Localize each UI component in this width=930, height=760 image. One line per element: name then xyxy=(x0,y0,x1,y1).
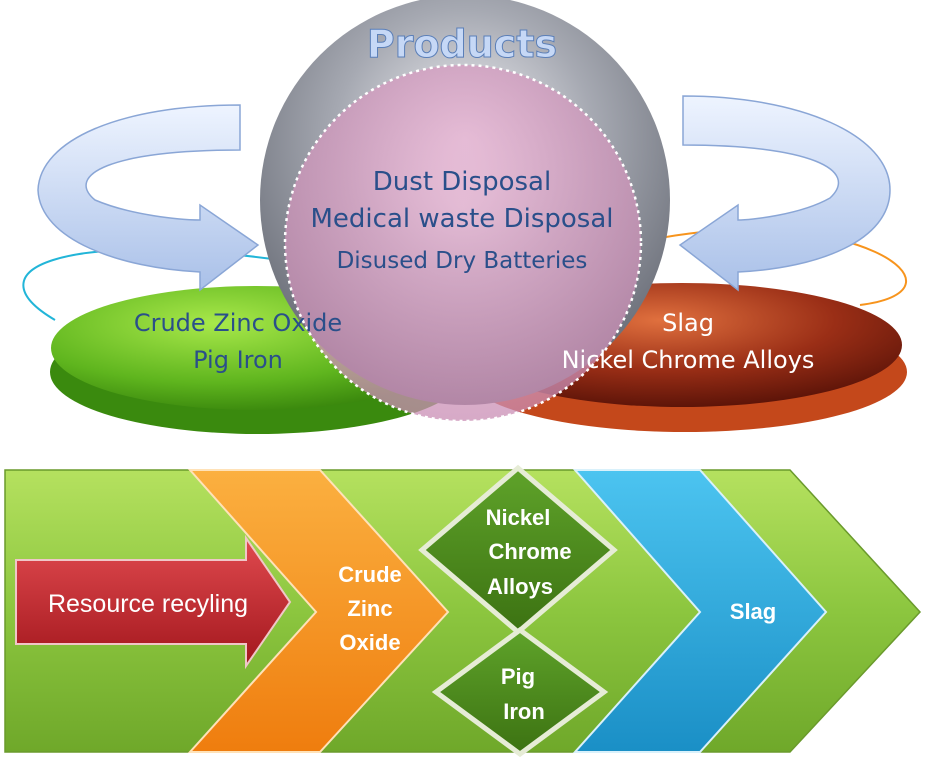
resource-recycling-label: Resource recyling xyxy=(48,590,248,618)
zinc-line-2: Zinc xyxy=(347,596,392,621)
right-disc-line-1: Slag xyxy=(662,309,714,337)
nickel-line-2: Chrome xyxy=(488,539,571,564)
product-line-2: Medical waste Disposal xyxy=(311,204,614,234)
iron-diamond xyxy=(431,626,609,758)
left-disc-line-1: Crude Zinc Oxide xyxy=(134,309,342,337)
right-curved-arrow xyxy=(678,95,891,292)
products-sphere xyxy=(260,0,670,423)
left-curved-arrow xyxy=(37,104,260,292)
product-line-3: Disused Dry Batteries xyxy=(337,248,588,274)
nickel-line-3: Alloys xyxy=(487,574,553,599)
product-line-1: Dust Disposal xyxy=(373,167,551,197)
zinc-chevron xyxy=(187,469,450,753)
slag-label: Slag xyxy=(730,599,776,624)
zinc-line-3: Oxide xyxy=(339,630,400,655)
nickel-line-1: Nickel xyxy=(486,505,551,530)
right-disc-line-2: Nickel Chrome Alloys xyxy=(562,346,815,374)
products-title: Products xyxy=(367,22,557,66)
iron-line-2: Iron xyxy=(503,699,545,724)
resource-recycling-arrow xyxy=(15,534,292,670)
slag-chevron xyxy=(572,469,828,753)
zinc-line-1: Crude xyxy=(338,562,402,587)
left-disc-line-2: Pig Iron xyxy=(193,346,283,374)
iron-line-1: Pig xyxy=(501,664,535,689)
